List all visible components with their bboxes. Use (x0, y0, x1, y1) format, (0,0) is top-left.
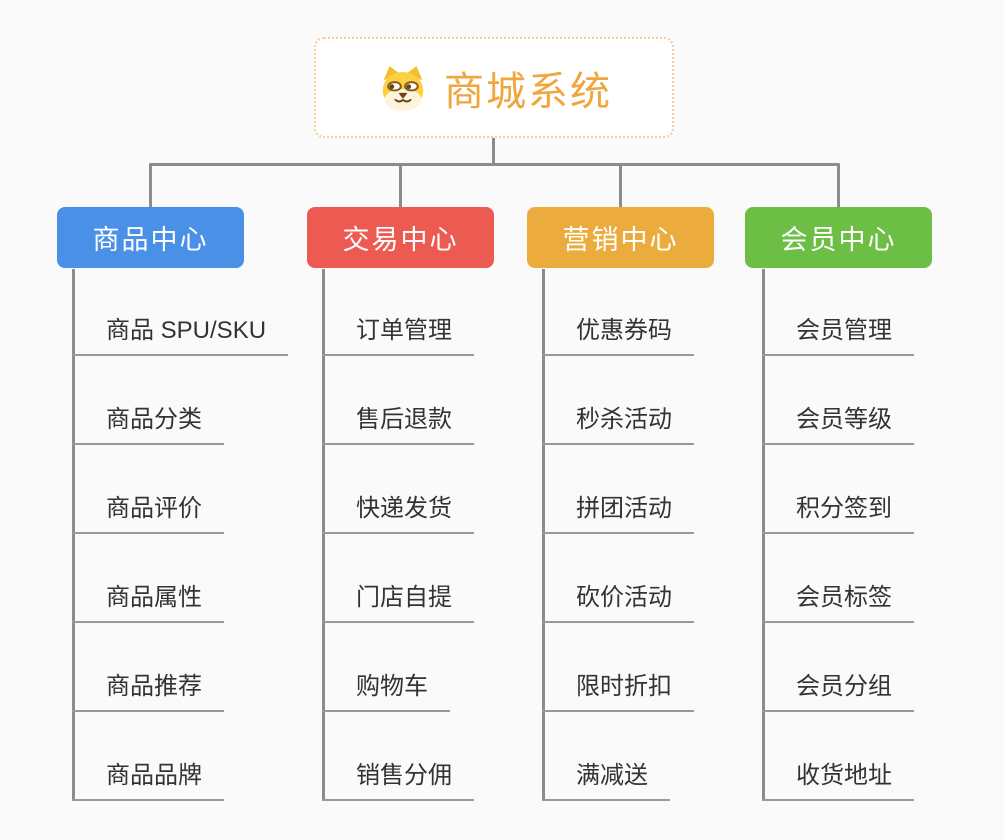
leaf-item[interactable]: 砍价活动 (542, 581, 694, 623)
branch-trunk-line (542, 269, 545, 801)
leaf-item[interactable]: 购物车 (322, 670, 450, 712)
branch-drop-line (837, 164, 840, 208)
leaf-item[interactable]: 秒杀活动 (542, 403, 694, 445)
leaf-item[interactable]: 快递发货 (322, 492, 474, 534)
branch-header-member-center[interactable]: 会员中心 (745, 207, 932, 268)
leaf-item[interactable]: 商品 SPU/SKU (72, 314, 289, 356)
leaf-item[interactable]: 会员分组 (762, 670, 914, 712)
branch-trunk-line (762, 269, 765, 801)
branch-trunk-line (322, 269, 325, 801)
leaf-item[interactable]: 限时折扣 (542, 670, 694, 712)
branch-header-product-center[interactable]: 商品中心 (57, 207, 244, 268)
root-connector-line (492, 138, 495, 166)
leaf-item[interactable]: 积分签到 (762, 492, 914, 534)
leaf-item[interactable]: 拼团活动 (542, 492, 694, 534)
shiba-dog-icon (376, 63, 430, 113)
leaf-item[interactable]: 收货地址 (762, 759, 914, 801)
branch-bus-line (149, 163, 840, 166)
leaf-item[interactable]: 商品品牌 (72, 759, 224, 801)
leaf-item[interactable]: 售后退款 (322, 403, 474, 445)
branch-drop-line (149, 164, 152, 208)
leaf-item[interactable]: 商品分类 (72, 403, 224, 445)
root-node[interactable]: 商城系统 (314, 37, 674, 138)
branch-trunk-line (72, 269, 75, 801)
branch-header-trade-center[interactable]: 交易中心 (307, 207, 494, 268)
leaf-item[interactable]: 会员管理 (762, 314, 914, 356)
leaf-item[interactable]: 门店自提 (322, 581, 474, 623)
branch-drop-line (399, 164, 402, 208)
branch-drop-line (619, 164, 622, 208)
root-title: 商城系统 (444, 69, 612, 114)
leaf-item[interactable]: 商品属性 (72, 581, 224, 623)
leaf-item[interactable]: 商品推荐 (72, 670, 224, 712)
leaf-item[interactable]: 会员等级 (762, 403, 914, 445)
leaf-item[interactable]: 会员标签 (762, 581, 914, 623)
leaf-item[interactable]: 销售分佣 (322, 759, 474, 801)
branch-header-marketing-center[interactable]: 营销中心 (527, 207, 714, 268)
leaf-item[interactable]: 订单管理 (322, 314, 474, 356)
leaf-item[interactable]: 优惠券码 (542, 314, 694, 356)
leaf-item[interactable]: 满减送 (542, 759, 670, 801)
leaf-item[interactable]: 商品评价 (72, 492, 224, 534)
